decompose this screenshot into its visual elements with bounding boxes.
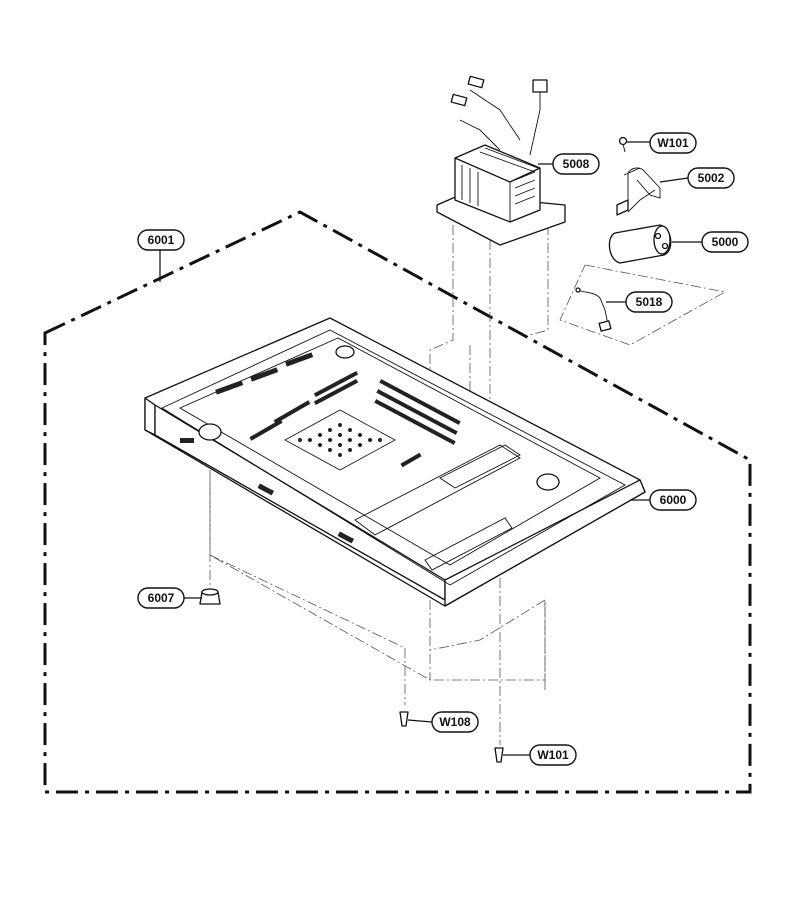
- transformer: [436, 75, 566, 246]
- callout-5008-label: 5008: [563, 157, 590, 171]
- callout-w101-top: W101: [627, 132, 697, 154]
- callout-w108-label: W108: [439, 715, 471, 729]
- callout-5018-label: 5018: [636, 295, 663, 309]
- screw-w108: [399, 711, 409, 727]
- callout-5000-label: 5000: [712, 235, 739, 249]
- capacitor: [608, 224, 672, 264]
- capacitor-bracket: [616, 167, 661, 216]
- callout-6007: 6007: [137, 587, 202, 609]
- foot-6007: [199, 588, 221, 605]
- screw-w101-top: [618, 136, 628, 153]
- callout-w101-bottom: W101: [503, 744, 577, 766]
- callout-5018: 5018: [606, 291, 673, 313]
- callout-5008: 5008: [538, 153, 600, 175]
- callout-w108: W108: [407, 711, 479, 733]
- hv-diode: [575, 287, 612, 332]
- callout-6001-label: 6001: [148, 233, 175, 247]
- callout-5002-label: 5002: [698, 171, 725, 185]
- callout-5000: 5000: [672, 231, 749, 253]
- callout-6000-label: 6000: [660, 493, 687, 507]
- screw-w101-bottom: [494, 747, 504, 763]
- callout-5002: 5002: [659, 167, 735, 189]
- callout-w101-top-label: W101: [657, 136, 689, 150]
- base-plate: [144, 317, 646, 607]
- callout-6007-label: 6007: [148, 591, 175, 605]
- assembly-boundary: [43, 210, 752, 794]
- callout-6001: 6001: [137, 229, 185, 282]
- callout-6000: 6000: [630, 489, 697, 511]
- callout-w101-bottom-label: W101: [537, 748, 569, 762]
